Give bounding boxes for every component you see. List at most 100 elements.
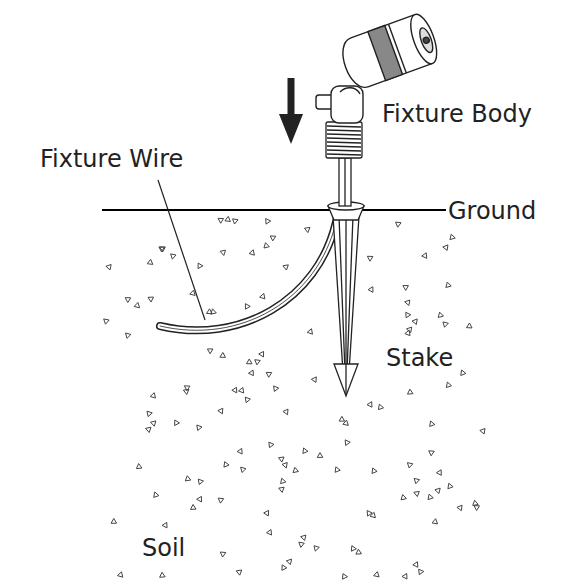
soil-grain <box>160 572 166 577</box>
soil-grain <box>370 512 375 517</box>
soil-grain <box>351 546 356 552</box>
thread-stroke <box>327 138 361 139</box>
soil-grain <box>303 448 308 454</box>
soil-grain <box>134 302 139 307</box>
soil-grain <box>255 360 260 365</box>
soil-grain <box>220 250 225 255</box>
soil-grain <box>274 386 279 392</box>
soil-grain <box>197 425 202 430</box>
soil-grain <box>435 488 440 493</box>
threaded-mount <box>326 122 362 158</box>
soil-grain <box>248 370 253 376</box>
soil-grain <box>356 549 362 554</box>
stake <box>333 216 359 396</box>
soil-grain <box>396 222 402 227</box>
stem <box>339 158 351 206</box>
soil-grain <box>422 253 427 259</box>
soil-grain <box>414 478 419 483</box>
soil-grain <box>190 290 195 295</box>
soil-grain <box>299 542 304 547</box>
soil-grain <box>405 300 410 305</box>
soil-grain <box>197 496 202 502</box>
soil-grain <box>125 298 131 303</box>
soil-grain <box>279 457 284 462</box>
soil-grain <box>104 319 109 324</box>
soil-grain <box>282 565 287 571</box>
soil-grain <box>198 479 203 484</box>
soil-grain <box>436 470 441 476</box>
soil-grain <box>461 370 466 375</box>
soil-grain <box>147 259 152 264</box>
soil-grain <box>473 500 478 505</box>
soil-grain <box>446 382 451 387</box>
soil-grain <box>160 247 166 252</box>
soil-grain <box>266 372 272 377</box>
soil-grain <box>467 323 473 328</box>
soil-grain <box>264 243 269 248</box>
swivel-knuckle <box>316 86 363 123</box>
thread-stroke <box>327 126 361 127</box>
soil-grain <box>260 293 265 298</box>
soil-grain <box>378 404 383 409</box>
soil-grain <box>286 559 291 564</box>
thread-stroke <box>327 146 361 147</box>
soil-grain <box>259 351 264 357</box>
soil-grain <box>207 309 213 314</box>
soil-grain <box>236 570 241 575</box>
soil-grain <box>233 219 238 224</box>
soil-grain <box>406 312 411 318</box>
soil-grain <box>343 420 348 425</box>
soil-grain <box>106 265 111 270</box>
soil-grain <box>111 518 117 523</box>
thread-stroke <box>327 130 361 131</box>
soil-grain <box>218 218 224 223</box>
soil-grain <box>419 569 424 575</box>
soil-grain <box>224 462 229 467</box>
soil-grain <box>264 510 269 516</box>
soil-grain <box>191 504 197 509</box>
leader-line <box>158 180 205 320</box>
soil-grain <box>281 478 286 483</box>
soil-grain <box>430 421 435 426</box>
soil-grain <box>245 304 250 310</box>
soil-grain <box>245 397 250 402</box>
soil-grain <box>207 349 213 354</box>
soil-grain <box>367 402 372 408</box>
soil-grain <box>146 427 151 432</box>
soil-grain <box>198 263 203 269</box>
thread-stroke <box>327 154 361 155</box>
soil-grain <box>154 492 159 497</box>
soil-grain <box>457 505 462 510</box>
soil-grain <box>171 254 176 259</box>
part-label: Ground <box>446 198 538 226</box>
soil-grain <box>241 467 246 472</box>
ground-line <box>102 209 452 211</box>
soil-grain <box>407 463 412 468</box>
soil-grain <box>428 494 433 499</box>
soil-grain <box>147 411 152 416</box>
soil-grain <box>450 234 455 239</box>
soil-texture <box>104 216 485 579</box>
soil-grain <box>232 387 237 393</box>
soil-grain <box>220 352 226 357</box>
soil-grain <box>183 389 189 394</box>
soil-grain <box>218 408 223 414</box>
soil-grain <box>443 245 448 250</box>
soil-grain <box>307 329 312 334</box>
soil-grain <box>412 319 417 324</box>
soil-grain <box>175 420 180 426</box>
soil-grain <box>335 467 340 472</box>
soil-grain <box>448 483 453 488</box>
soil-grain <box>374 572 379 577</box>
soil-grain <box>239 387 244 392</box>
soil-grain <box>402 574 407 580</box>
soil-grain <box>311 377 316 383</box>
soil-grain <box>283 409 288 415</box>
soil-grain <box>372 468 377 473</box>
soil-grain <box>270 236 276 241</box>
soil-grain <box>218 498 224 503</box>
soil-grain <box>220 552 226 557</box>
soil-grain <box>237 448 242 454</box>
